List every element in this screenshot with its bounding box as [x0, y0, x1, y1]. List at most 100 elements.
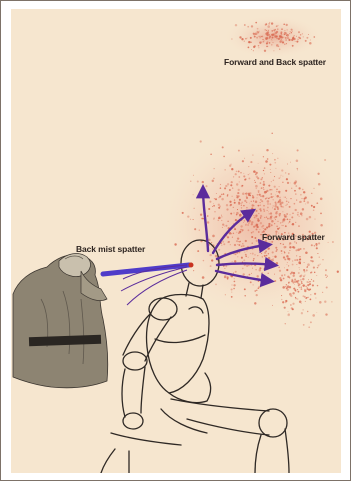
spatter-droplet [243, 222, 244, 223]
spatter-droplet [273, 196, 274, 197]
spatter-droplet [243, 205, 245, 207]
spatter-droplet [225, 185, 227, 187]
spatter-droplet [233, 176, 234, 177]
spatter-droplet [258, 205, 260, 207]
spatter-droplet [299, 269, 300, 270]
spatter-droplet [244, 24, 246, 26]
spatter-droplet [248, 193, 250, 195]
spatter-droplet [268, 185, 270, 187]
spatter-droplet [286, 269, 288, 271]
spatter-droplet [272, 207, 273, 208]
spatter-droplet [281, 299, 282, 300]
spatter-droplet [251, 42, 252, 43]
spatter-droplet [197, 250, 199, 252]
spatter-droplet [266, 216, 267, 217]
spatter-droplet [297, 212, 299, 214]
spatter-droplet [227, 278, 229, 280]
spatter-droplet [284, 274, 286, 276]
spatter-droplet [225, 169, 226, 170]
spatter-droplet [268, 253, 269, 254]
spatter-droplet [271, 220, 274, 223]
spatter-droplet [270, 172, 271, 173]
spatter-droplet [242, 160, 244, 162]
spatter-droplet [318, 242, 320, 244]
spatter-droplet [284, 258, 286, 260]
spatter-droplet [266, 149, 268, 151]
spatter-droplet [282, 176, 283, 177]
spatter-droplet [260, 205, 261, 206]
spatter-droplet [271, 133, 272, 134]
spatter-droplet [223, 156, 225, 158]
spatter-droplet [259, 239, 260, 240]
spatter-droplet [253, 215, 254, 216]
spatter-droplet [287, 164, 288, 165]
spatter-droplet [236, 232, 237, 233]
spatter-droplet [319, 257, 320, 258]
spatter-droplet [293, 275, 295, 277]
spatter-droplet [250, 253, 251, 254]
spatter-droplet [309, 281, 310, 282]
spatter-droplet [288, 252, 289, 253]
spatter-droplet [289, 244, 290, 245]
spatter-droplet [233, 284, 235, 286]
spatter-droplet [285, 172, 287, 174]
spatter-droplet [264, 50, 266, 52]
spatter-droplet [265, 29, 266, 30]
spatter-droplet [240, 229, 242, 231]
spatter-droplet [290, 198, 291, 199]
spatter-droplet [245, 211, 247, 213]
spatter-droplet [274, 186, 276, 188]
spatter-droplet [311, 279, 312, 280]
spatter-droplet [253, 284, 254, 285]
spatter-droplet [239, 214, 242, 217]
spatter-droplet [252, 196, 254, 198]
spatter-droplet [221, 215, 222, 216]
spatter-droplet [269, 22, 270, 23]
spatter-droplet [221, 220, 222, 221]
spatter-droplet [319, 301, 322, 304]
spatter-droplet [244, 158, 245, 159]
spatter-droplet [326, 286, 328, 288]
spatter-droplet [260, 178, 262, 180]
spatter-droplet [261, 35, 263, 37]
spatter-droplet [271, 224, 273, 226]
spatter-droplet [288, 313, 289, 314]
spatter-droplet [268, 225, 270, 227]
spatter-droplet [310, 272, 312, 274]
spatter-droplet [307, 263, 310, 266]
spatter-droplet [289, 246, 291, 248]
spatter-droplet [276, 189, 277, 190]
spatter-droplet [298, 31, 300, 33]
spatter-droplet [222, 223, 224, 225]
spatter-droplet [295, 209, 297, 211]
spatter-droplet [265, 266, 267, 268]
spatter-droplet [286, 43, 287, 44]
spatter-droplet [248, 47, 250, 49]
spatter-droplet [260, 182, 262, 184]
spatter-droplet [285, 37, 287, 39]
spatter-droplet [268, 30, 269, 31]
spatter-droplet [256, 37, 258, 39]
spatter-droplet [282, 222, 283, 223]
spatter-droplet [260, 215, 262, 217]
spatter-droplet [306, 37, 308, 39]
spatter-droplet [297, 289, 298, 290]
spatter-droplet [281, 225, 282, 226]
spatter-droplet [276, 191, 278, 193]
spatter-droplet [252, 195, 253, 196]
spatter-droplet [283, 278, 285, 280]
spatter-droplet [297, 168, 298, 169]
spatter-droplet [298, 283, 301, 286]
spatter-droplet [279, 277, 281, 279]
spatter-droplet [285, 286, 286, 287]
spatter-droplet [272, 199, 273, 200]
spatter-droplet [255, 32, 258, 35]
spatter-droplet [197, 180, 199, 182]
spatter-droplet [273, 180, 274, 181]
spatter-droplet [214, 198, 215, 199]
spatter-droplet [299, 202, 300, 203]
spatter-droplet [305, 301, 306, 302]
spatter-droplet [283, 37, 284, 38]
spatter-droplet [275, 29, 276, 30]
spatter-droplet [286, 198, 287, 199]
